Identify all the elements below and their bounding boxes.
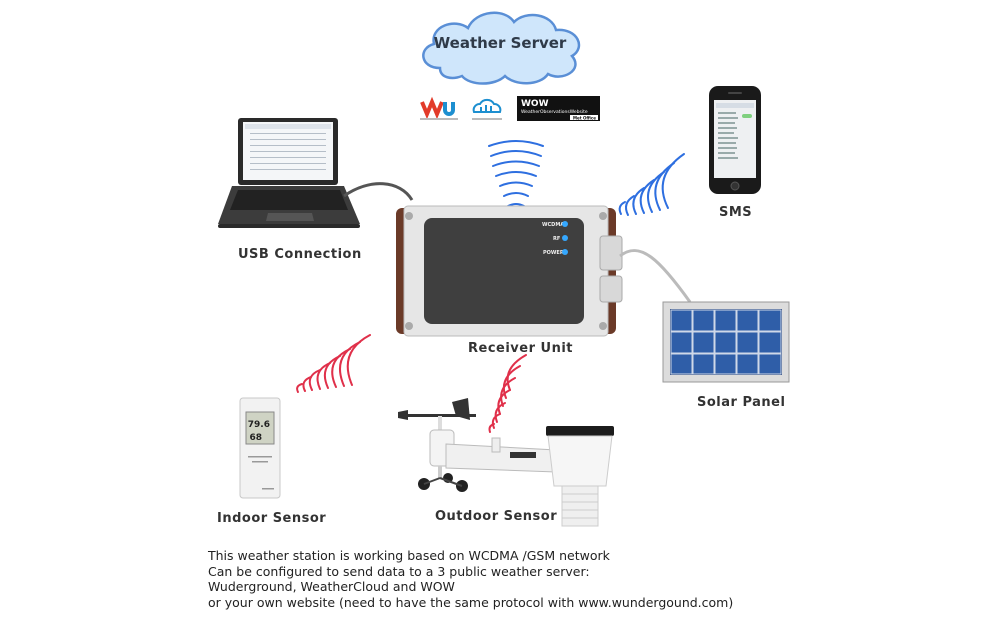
receiver-unit: WCDMA RF POWER xyxy=(396,206,622,336)
sms-phone xyxy=(709,86,761,194)
solar-cable xyxy=(620,251,690,302)
label-solar-panel: Solar Panel xyxy=(697,395,785,410)
weather-server-cloud: Weather Server xyxy=(423,13,579,84)
label-usb-connection: USB Connection xyxy=(238,247,362,262)
wow-metoffice: Met Office xyxy=(573,115,596,120)
description-line-2: Can be configured to send data to a 3 pu… xyxy=(208,564,733,580)
description-line-4: or your own website (need to have the sa… xyxy=(208,595,733,611)
label-indoor-sensor: Indoor Sensor xyxy=(217,511,326,526)
led-label-rf: RF xyxy=(553,236,560,242)
indoor-humidity: 68 xyxy=(249,433,262,443)
signal-outdoor-sensor xyxy=(490,355,527,432)
usb-cable xyxy=(344,184,412,200)
laptop xyxy=(218,118,360,228)
signal-receiver-to-server xyxy=(489,141,543,206)
wow-title: WOW xyxy=(521,99,549,109)
signal-receiver-to-phone xyxy=(620,154,684,215)
signal-indoor-sensor xyxy=(297,335,370,392)
weather-server-title: Weather Server xyxy=(434,34,567,52)
led-label-power: POWER xyxy=(543,250,564,256)
description-line-3: Wuderground, WeatherCloud and WOW xyxy=(208,579,733,595)
indoor-sensor: 79.6 68 xyxy=(240,398,280,498)
wow-subtitle: WeatherObservationsWebsite xyxy=(521,109,588,115)
outdoor-sensor xyxy=(398,398,614,526)
label-sms: SMS xyxy=(719,205,752,220)
label-receiver-unit: Receiver Unit xyxy=(468,341,573,356)
indoor-temp: 79.6 xyxy=(248,420,270,430)
wunderground-logo xyxy=(420,102,458,120)
label-outdoor-sensor: Outdoor Sensor xyxy=(435,509,557,524)
description-line-1: This weather station is working based on… xyxy=(208,548,733,564)
weathercloud-logo xyxy=(472,100,502,120)
led-label-wcdma: WCDMA xyxy=(542,222,564,228)
wow-logo: WOW WeatherObservationsWebsite Met Offic… xyxy=(517,96,600,121)
description-block: This weather station is working based on… xyxy=(208,548,733,610)
solar-panel xyxy=(663,302,789,382)
